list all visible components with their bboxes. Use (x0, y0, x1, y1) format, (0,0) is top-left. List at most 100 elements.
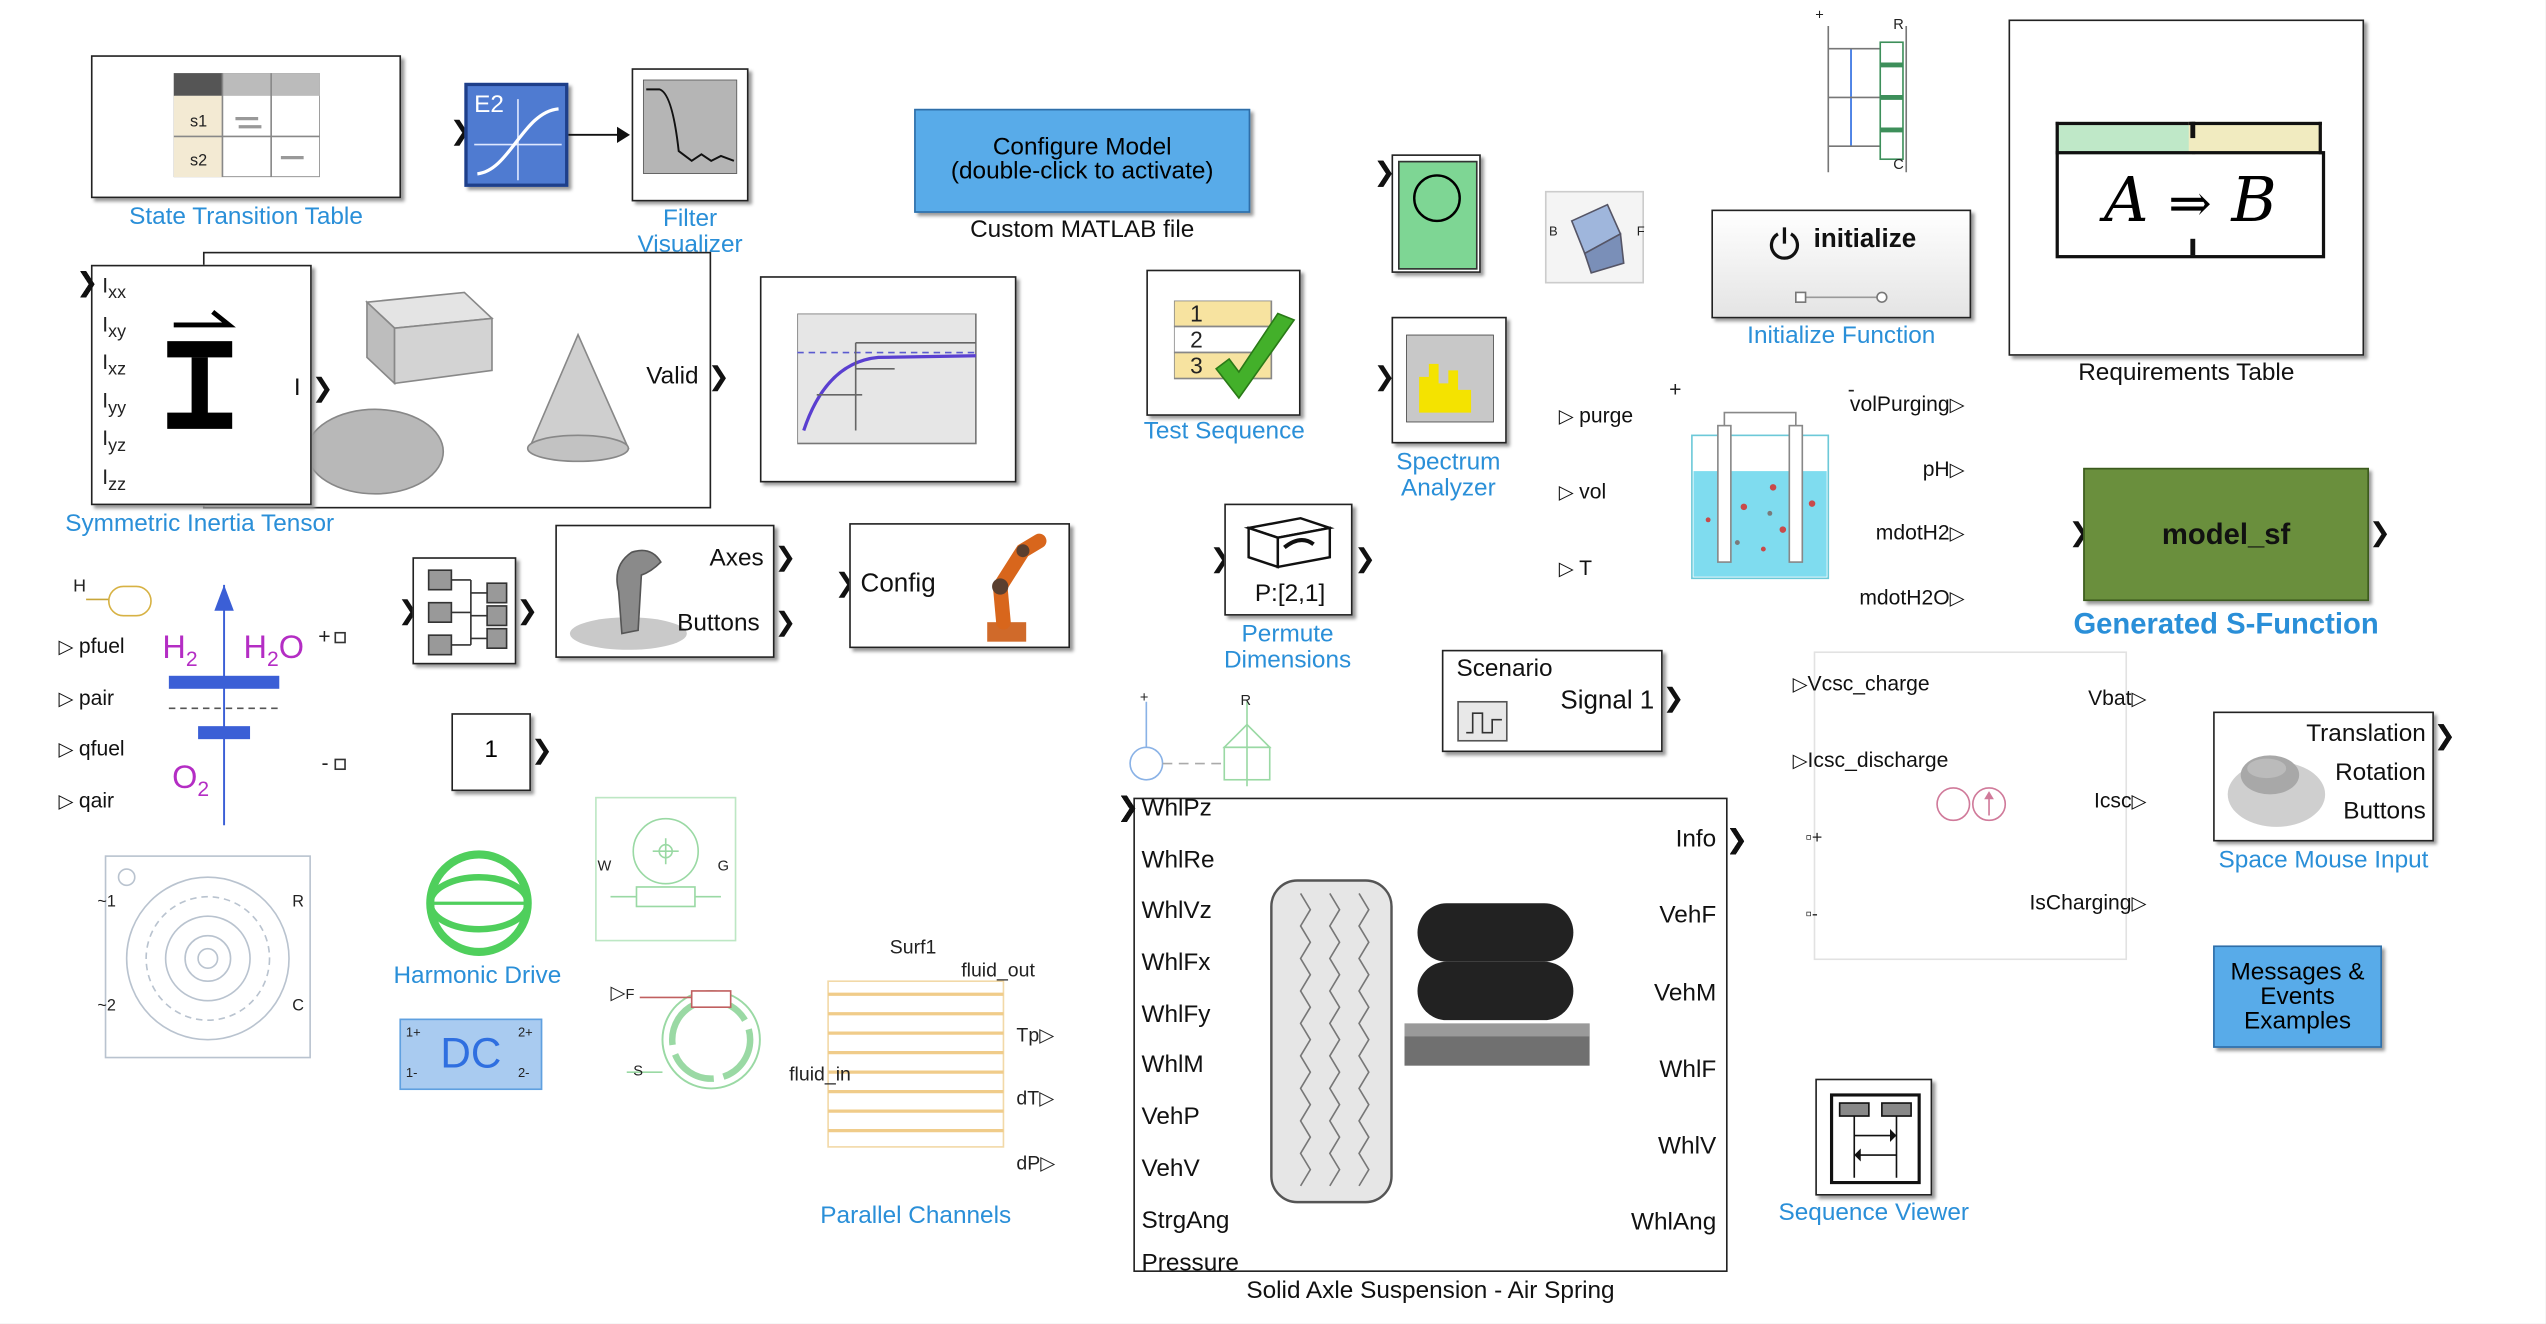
motor-port-2: ~2 (97, 997, 116, 1016)
fuel-cell-input[interactable]: ▷ qair (58, 787, 115, 812)
valid-output-port[interactable]: ❯ (707, 363, 730, 392)
config-port-label: Config (860, 570, 936, 598)
suspension-input: StrgAng (1141, 1206, 1230, 1234)
inertia-output-port[interactable]: ❯ (311, 375, 334, 403)
brake-block[interactable]: ▷F S (611, 975, 767, 1105)
electrolyzer-output[interactable]: pH▷ (1922, 455, 1965, 481)
model-sf-text: model_sf (2161, 518, 2291, 551)
model-sf-block[interactable]: model_sf (2083, 467, 2369, 602)
step-response-block[interactable] (759, 276, 1017, 483)
suspension-output: VehF (1659, 902, 1717, 930)
bus-selector-block[interactable] (412, 557, 517, 665)
suspension-output: WhlV (1658, 1132, 1717, 1161)
axes-port-label: Axes (709, 544, 764, 572)
inertia-tensor-block[interactable]: Ixx Ixy Ixz Iyy Iyz Izz I (90, 264, 312, 506)
sensor-r: R (1240, 692, 1252, 709)
fuel-cell-input[interactable]: ▷ pair (58, 684, 115, 710)
initialize-function-block[interactable]: initialize (1711, 209, 1972, 319)
supercap-outputs: Vbat▷ Icsc▷ IsCharging▷ (1981, 685, 2147, 993)
gear-port-g: G (717, 857, 730, 874)
bus-output-port[interactable]: ❯ (516, 597, 539, 626)
e2-block[interactable]: E2 (464, 82, 569, 187)
harmonic-drive-icon (426, 850, 532, 957)
joystick-block[interactable]: Axes Buttons (555, 524, 775, 658)
buttons-output-port[interactable]: ❯ (774, 609, 797, 637)
scope-screen (1398, 160, 1478, 270)
switch-c: C (1893, 155, 1904, 173)
filter-visualizer-block[interactable] (631, 68, 749, 202)
test-sequence-block[interactable]: 1 2 3 (1146, 269, 1301, 416)
sfunction-output-port[interactable]: ❯ (2368, 519, 2391, 548)
electrolyzer-output[interactable]: mdotH2O▷ (1859, 584, 1965, 609)
physical-coupling-block[interactable]: B F (1543, 185, 1649, 289)
req-formula-arrow: ⇒ (2168, 172, 2212, 234)
suspension-output: WhlF (1659, 1055, 1717, 1084)
supercap-input[interactable]: ▷Icsc_discharge (1792, 747, 1949, 772)
requirements-table-block[interactable]: A ⇒ B (2008, 19, 2365, 356)
messages-line1: Messages & (2230, 958, 2365, 987)
space-mouse-port: Rotation (2335, 758, 2426, 787)
messages-events-button[interactable]: Messages & Events Examples (2213, 945, 2382, 1048)
configure-model-line1: Configure Model (992, 133, 1172, 161)
inertia-port: Iyy (102, 387, 127, 418)
supercap-output[interactable]: Icsc▷ (2093, 787, 2147, 813)
initialize-slider-icon (1795, 291, 1888, 303)
inertia-ports: Ixx Ixy Ixz Iyy Iyz Izz (102, 273, 126, 502)
req-formula: A ⇒ B (2059, 164, 2322, 235)
switch-plus: + (1815, 6, 1824, 23)
sequence-viewer-block[interactable] (1815, 1078, 1933, 1196)
h2-label: H2 (162, 630, 198, 671)
brake-icon (626, 989, 761, 1090)
constant-block[interactable]: 1 (451, 713, 531, 792)
motor-block[interactable]: ~1 ~2 R C (97, 851, 315, 1062)
permute-dimensions-block[interactable]: P:[2,1] (1224, 503, 1353, 616)
spectrum-analyzer-block[interactable] (1391, 316, 1507, 444)
harmonic-drive-label: Harmonic Drive (393, 961, 562, 990)
robot-config-block[interactable]: Config (849, 523, 1071, 649)
fuel-cell-input[interactable]: ▷ pfuel (58, 633, 125, 658)
configure-model-button[interactable]: Configure Model (double-click to activat… (914, 108, 1251, 213)
space-mouse-block[interactable]: Translation Rotation Buttons (2213, 711, 2434, 842)
fuel-cell-input[interactable]: ▷ qfuel (58, 735, 125, 761)
req-table-header-left (2055, 121, 2196, 155)
supercap-output[interactable]: IsCharging▷ (2029, 890, 2147, 915)
fluid-out-port: fluid_out (961, 958, 1035, 982)
e2-text: E2 (474, 90, 504, 119)
harmonic-drive-block[interactable] (409, 845, 549, 962)
gear-block[interactable]: W G (594, 796, 737, 942)
space-mouse-icon (2227, 755, 2326, 827)
state-transition-table-block[interactable]: s1 s2 (90, 55, 402, 199)
space-mouse-ports: Translation Rotation Buttons (2306, 720, 2426, 837)
test-seq-row1: 1 (1190, 300, 1203, 327)
inertia-port: Ixx (102, 272, 127, 304)
electrolyzer-input[interactable]: ▷ purge (1558, 402, 1634, 428)
spectrum-input-port[interactable]: ❯ (1373, 363, 1396, 392)
scope-block[interactable] (1391, 154, 1481, 273)
electrolyzer-input[interactable]: ▷ vol (1558, 479, 1607, 504)
suspension-output: VehM (1653, 978, 1717, 1007)
supercap-block[interactable] (1813, 651, 2128, 961)
dc-block[interactable]: DC 1+ 1- 2+ 2- (399, 1018, 543, 1091)
scenario-output-port[interactable]: ❯ (1662, 685, 1685, 714)
state-transition-table-label: State Transition Table (129, 203, 363, 231)
electrolyzer-output[interactable]: mdotH2▷ (1875, 519, 1965, 545)
scenario-block[interactable]: Scenario Signal 1 (1441, 649, 1663, 753)
electrolyzer-output[interactable]: volPurging▷ (1849, 391, 1965, 416)
parallel-channels-block[interactable]: Surf1 fluid_out fluid_in Tp▷ dT▷ dP▷ (779, 926, 1071, 1175)
fuel-cell-plus-port[interactable] (334, 631, 346, 644)
switch-bank-block[interactable]: + R C (1815, 6, 1929, 185)
supercap-input[interactable]: ▷Vcsc_charge (1792, 670, 1930, 696)
current-sensor-icon (1129, 701, 1272, 787)
electrolyzer-input[interactable]: ▷ T (1558, 555, 1593, 580)
axes-output-port[interactable]: ❯ (774, 544, 797, 572)
current-sensor-block[interactable]: + R (1127, 689, 1283, 793)
solid-axle-suspension-block[interactable]: WhlPz WhlRe WhlVz WhlFx WhlFy WhlM VehP … (1133, 794, 1728, 1276)
motor-port-r: R (292, 893, 305, 912)
spectrum-label-line1: Spectrum (1396, 448, 1501, 476)
constant-output-port[interactable]: ❯ (530, 737, 553, 766)
supercap-output[interactable]: Vbat▷ (2088, 685, 2147, 710)
dc-pin-2p: 2+ (517, 1025, 533, 1040)
supercap-inputs: ▷Vcsc_charge ▷Icsc_discharge (1793, 671, 1949, 824)
fuel-cell-minus-port[interactable] (334, 758, 346, 771)
permute-output-port[interactable]: ❯ (1354, 545, 1376, 574)
